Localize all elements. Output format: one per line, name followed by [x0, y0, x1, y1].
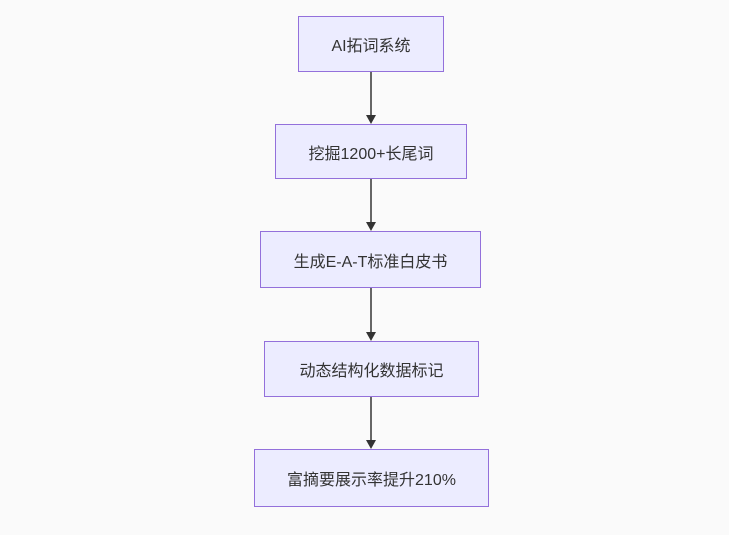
flowchart-node-ai-keyword-system: AI拓词系统 — [298, 16, 444, 72]
flow-arrow-1 — [365, 72, 376, 124]
flowchart-node-rich-snippet-result: 富摘要展示率提升210% — [254, 449, 489, 507]
arrow-head-icon — [365, 222, 376, 231]
flow-arrow-3 — [365, 288, 376, 341]
node-label: 挖掘1200+长尾词 — [308, 145, 434, 163]
arrow-line — [369, 179, 372, 222]
flowchart-node-longtail-mining: 挖掘1200+长尾词 — [275, 124, 467, 179]
arrow-head-icon — [365, 332, 376, 341]
flowchart-node-structured-data-markup: 动态结构化数据标记 — [264, 341, 479, 397]
arrow-head-icon — [365, 440, 376, 449]
flow-arrow-4 — [365, 397, 376, 449]
arrow-head-icon — [365, 115, 376, 124]
arrow-line — [369, 397, 372, 440]
node-label: 动态结构化数据标记 — [299, 363, 444, 380]
flowchart-node-eat-whitepaper: 生成E-A-T标准白皮书 — [260, 231, 481, 288]
node-label: 生成E-A-T标准白皮书 — [293, 253, 448, 271]
node-label: AI拓词系统 — [331, 38, 411, 55]
node-label: 富摘要展示率提升210% — [287, 472, 456, 489]
arrow-line — [369, 288, 372, 332]
flow-arrow-2 — [365, 179, 376, 231]
arrow-line — [369, 72, 372, 115]
